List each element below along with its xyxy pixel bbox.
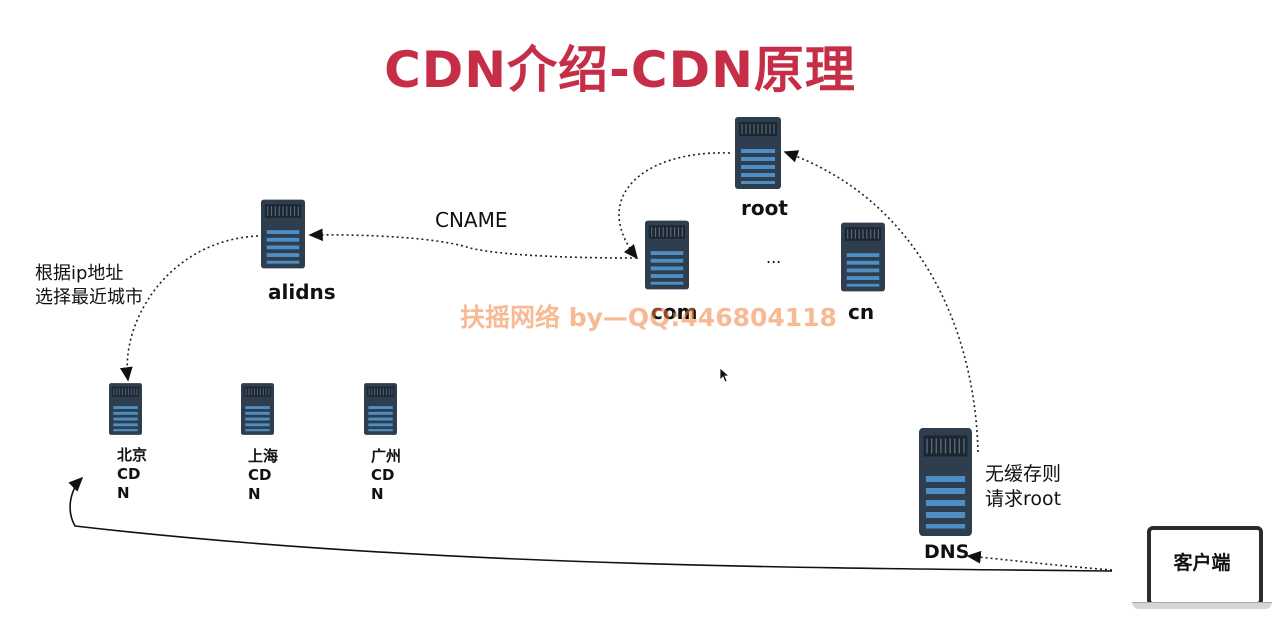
mouse-pointer-icon (719, 367, 731, 387)
arrow-root-to-com (618, 152, 731, 260)
guangzhou-line2: CD (371, 466, 395, 484)
shanghai-line3: N (248, 485, 261, 503)
guangzhou-line3: N (371, 485, 384, 503)
shanghai-line1: 上海 (248, 447, 279, 465)
laptop-icon: 客户端 (1132, 522, 1272, 612)
root-label: root (741, 196, 788, 220)
cn-label: cn (848, 300, 875, 324)
watermark: 扶摇网络 by—QQ:446804118 (460, 303, 837, 332)
server-rack-icon (841, 221, 885, 293)
no-cache-note: 无缓存则 请求root (985, 462, 1061, 512)
server-rack-icon (735, 117, 781, 189)
arrow-alidns-to-beijing (119, 235, 259, 382)
dns-label: DNS (924, 541, 970, 563)
beijing-line3: N (117, 484, 130, 502)
no-cache-line2: 请求root (985, 488, 1062, 510)
select-city-line1: 根据ip地址 (35, 263, 124, 284)
page-title: CDN介绍-CDN原理 (384, 41, 856, 99)
server-rack-icon (241, 380, 274, 438)
arrow-dns-to-root (783, 150, 979, 453)
shanghai-line2: CD (248, 466, 272, 484)
beijing-line2: CD (117, 465, 141, 483)
client-label: 客户端 (1173, 552, 1231, 574)
guangzhou-cdn-label: 广州 CD N (371, 447, 401, 504)
shanghai-cdn-label: 上海 CD N (248, 447, 278, 504)
arrow-com-to-alidns (308, 228, 638, 259)
server-rack-icon (261, 198, 305, 270)
select-city-note: 根据ip地址 选择最近城市 (35, 262, 143, 310)
no-cache-line1: 无缓存则 (985, 463, 1062, 485)
arrow-client-to-beijing (68, 476, 1113, 572)
server-rack-icon (919, 428, 972, 536)
server-rack-icon (645, 219, 689, 291)
beijing-line1: 北京 (117, 446, 148, 464)
laptop-base (1132, 602, 1272, 609)
beijing-cdn-label: 北京 CD N (117, 446, 147, 503)
alidns-label: alidns (268, 280, 336, 304)
arrow-client-to-dns (966, 550, 1113, 571)
server-rack-icon (364, 380, 397, 438)
cname-label: CNAME (435, 208, 508, 232)
ellipsis-label: ... (766, 248, 782, 267)
server-rack-icon (109, 380, 142, 438)
com-label: com (651, 300, 698, 324)
select-city-line2: 选择最近城市 (35, 287, 143, 308)
guangzhou-line1: 广州 (371, 447, 402, 465)
